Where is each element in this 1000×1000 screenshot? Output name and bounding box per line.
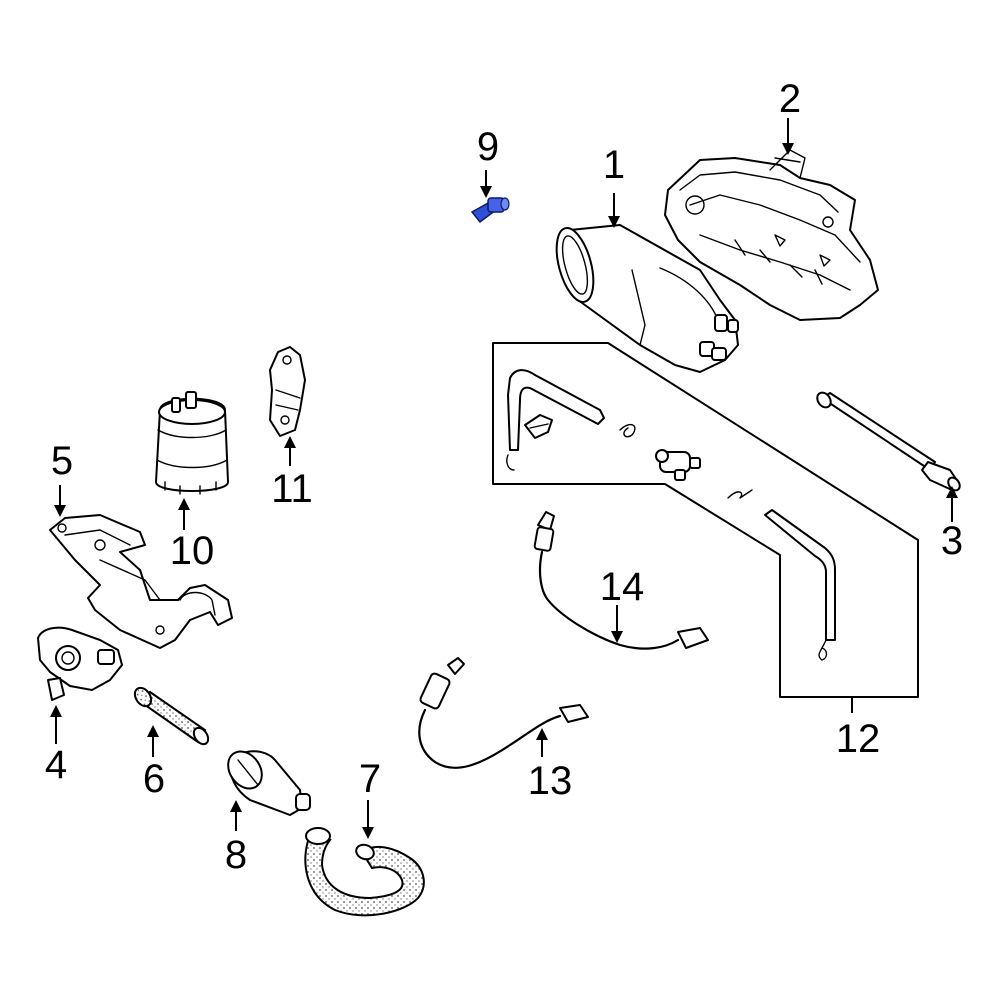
callout-1[interactable]: 1 [603,143,625,187]
callout-5[interactable]: 5 [51,439,73,483]
callout-9[interactable]: 9 [477,125,499,169]
callout-13[interactable]: 13 [528,759,573,803]
callout-7[interactable]: 7 [359,757,381,801]
callout-10[interactable]: 10 [170,529,215,573]
callout-4[interactable]: 4 [45,743,67,787]
callout-6[interactable]: 6 [143,757,165,801]
part-2-heat-shield[interactable] [664,149,879,321]
part-4-valve[interactable] [37,626,123,701]
callout-2[interactable]: 2 [779,77,801,121]
part-14-oxygen-sensor[interactable] [533,511,709,650]
callout-11[interactable]: 11 [271,467,313,511]
callout-14[interactable]: 14 [600,565,645,609]
callout-12[interactable]: 12 [836,717,881,761]
part-10-canister[interactable] [155,391,229,495]
part-12-kit-outline[interactable] [492,342,919,698]
part-1-canister[interactable] [550,224,739,373]
part-11-bracket[interactable] [269,346,306,437]
part-7-hose[interactable] [304,827,425,917]
callout-3[interactable]: 3 [941,519,963,563]
part-8-filter[interactable] [221,745,311,816]
part-5-bracket[interactable] [49,514,233,649]
part-6-hose[interactable] [132,685,212,747]
part-9-connector-highlighted[interactable] [470,197,510,224]
part-3-pipe[interactable] [814,390,962,493]
callout-labels: 1 2 3 4 5 6 7 8 9 10 11 12 13 14 [45,77,963,877]
callout-8[interactable]: 8 [225,833,247,877]
callout-arrows [50,118,958,839]
part-13-oxygen-sensor[interactable] [418,657,589,769]
